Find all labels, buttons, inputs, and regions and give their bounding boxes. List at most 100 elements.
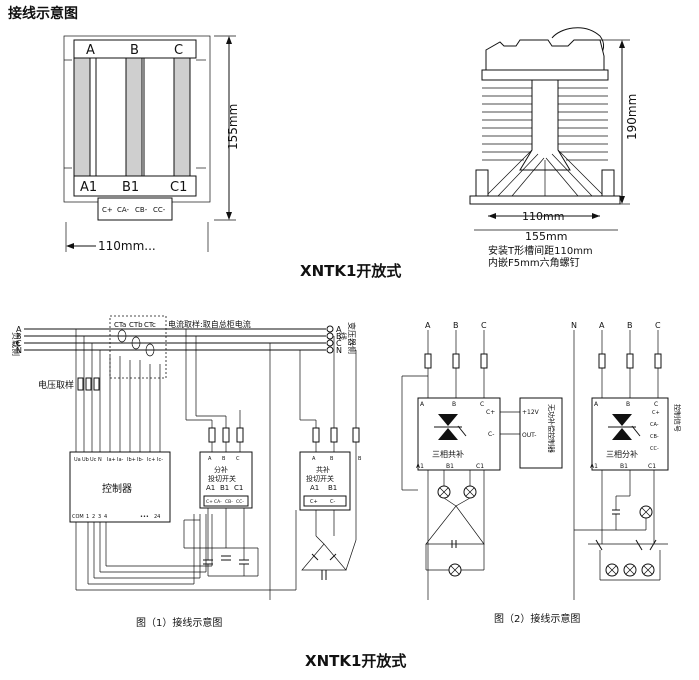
fig2-split-triac-icon xyxy=(608,414,641,440)
fig2-split-wiring xyxy=(573,330,668,600)
fig2-split-box xyxy=(591,397,669,471)
front-terminal-cplus: C+ xyxy=(102,206,113,214)
fig1-common-out-b1: B1 xyxy=(328,484,337,492)
fig2-common-out-a1: A1 xyxy=(416,463,424,470)
fig2-split-phase-c: C xyxy=(655,321,661,330)
fig2-phase-b: B xyxy=(453,321,459,330)
fig1-split-in-a: A xyxy=(208,456,212,462)
fig2-phase-c: C xyxy=(481,321,487,330)
fig1-split-ctrl-cplus: C+ xyxy=(206,499,213,505)
fig2-common-out-b1: B1 xyxy=(446,463,454,470)
fig1-split-line2: 投切开关 xyxy=(208,474,236,483)
front-terminal-ca: CA- xyxy=(117,206,130,214)
fig1-right-phase-a: A xyxy=(336,325,342,334)
fig1-pin-n: N xyxy=(98,457,102,463)
fig1-common-in-b: B xyxy=(330,456,334,462)
fig2-split-out-a1: A1 xyxy=(590,463,598,470)
fig1-sense-lines xyxy=(75,329,161,452)
fig1-phase-a: A xyxy=(16,325,22,334)
caption-top: XNTK1开放式 xyxy=(300,262,401,280)
fig2-controller-box xyxy=(519,397,563,469)
fig1-split-ctrl-cb: CB- xyxy=(225,499,233,505)
fig1-common-ctrl-cplus: C+ xyxy=(310,499,318,505)
fig2-split-phase-a: A xyxy=(599,321,605,330)
fig1-pin-4: 4 xyxy=(104,514,107,520)
fig1-common-extra: B xyxy=(358,456,362,462)
fig2-common-ctrl-cplus: C+ xyxy=(486,409,495,416)
fig2-common-in-a: A xyxy=(420,401,425,408)
fig1-controller-label: 控制器 xyxy=(102,482,132,495)
fig1-common-out-a1: A1 xyxy=(310,484,319,492)
fig1-common-line1: 共补 xyxy=(316,465,330,474)
fig1-common-in-a: A xyxy=(312,456,316,462)
fig1-pin-ia-minus: Ia- xyxy=(117,457,124,463)
fig2-split-ctrl-cc: CC- xyxy=(650,446,659,452)
fig1-pin-ib-plus: Ib+ xyxy=(127,457,136,463)
front-view-drawing xyxy=(63,35,211,221)
fig1-pin-3: 3 xyxy=(98,514,101,520)
side-height-label: 190mm xyxy=(625,94,639,140)
fig1-pin-1: 1 xyxy=(86,514,89,520)
side-view-drawing xyxy=(469,27,621,205)
fig1-split-switch-fuses xyxy=(208,410,244,452)
fig1-common-switch-fuses xyxy=(312,420,360,540)
fig1-right-label2: 线 xyxy=(338,332,348,340)
fig1-split-out-a1: A1 xyxy=(206,484,215,492)
fig2-out-label: OUT- xyxy=(522,432,536,439)
front-bottom-label-c1: C1 xyxy=(170,180,187,195)
fig1-common-line2: 投切开关 xyxy=(306,474,334,483)
fig2-split-in-b: B xyxy=(626,401,630,408)
fig1-pin-ic-plus: Ic+ xyxy=(147,457,155,463)
fig1-bus-lines xyxy=(24,315,334,379)
fig1-pin-ub: Ub xyxy=(82,457,89,463)
fig1-right-phase-c: C xyxy=(336,339,342,348)
side-inner-width-dimension xyxy=(488,213,600,219)
fig2-common-out-c1: C1 xyxy=(476,463,484,470)
fig1-right-phase-n: N xyxy=(336,346,342,355)
front-width-label: 110mm... xyxy=(98,239,156,253)
fig1-pin-ia-plus: Ia+ xyxy=(107,457,116,463)
fig1-pin-24: 24 xyxy=(154,514,160,520)
front-top-label-c: C xyxy=(174,43,183,58)
fig1-pin-2: 2 xyxy=(92,514,95,520)
fig2-split-label: 三相分补 xyxy=(606,449,638,459)
fig2-ctrl-signal: 控制信号 xyxy=(673,404,682,432)
fig1-split-out-b1: B1 xyxy=(220,484,229,492)
fig1-ct-a: CTa xyxy=(114,321,126,329)
fig2-split-ctrl-cb: CB- xyxy=(650,434,659,440)
fig1-split-capacitors xyxy=(183,508,259,577)
fig1-control-wiring xyxy=(75,329,357,600)
fig2-split-out-b1: B1 xyxy=(620,463,628,470)
fig1-common-capacitors xyxy=(301,510,357,580)
front-height-label: 155mm xyxy=(226,104,240,150)
fig1-split-line1: 分补 xyxy=(214,465,228,474)
fig2-split-in-c: C xyxy=(654,401,658,408)
fig1-right-phase-b: B xyxy=(336,332,342,341)
fig1-split-in-c: C xyxy=(236,456,240,462)
fig1-common-ctrl-cminus: C- xyxy=(330,499,335,505)
front-bottom-label-b1: B1 xyxy=(122,180,139,195)
fig2-common-in-c: C xyxy=(480,401,484,408)
fig1-phase-b: B xyxy=(16,332,22,341)
side-height-dimension xyxy=(600,39,630,205)
fig1-phase-c: C xyxy=(16,339,22,348)
side-inner-width-label: 110mm xyxy=(522,210,564,223)
front-terminal-cc: CC- xyxy=(153,206,166,214)
fig2-common-ctrl-cminus: C- xyxy=(488,431,494,438)
fig1-ct-c: CTc xyxy=(144,321,156,329)
fig1-voltage-sample: 电压取样 xyxy=(38,379,74,391)
fig2-split-ctrl-ca: CA- xyxy=(650,422,659,428)
fig2-caption: 图（2）接线示意图 xyxy=(494,612,580,625)
fig2-common-box xyxy=(417,397,501,471)
fig2-phase-a: A xyxy=(425,321,431,330)
fig2-common-in-b: B xyxy=(452,401,456,408)
front-height-dimension xyxy=(214,35,236,221)
side-note-line2: 内嵌F5mm六角螺钉 xyxy=(488,256,580,269)
fig1-split-out-c1: C1 xyxy=(234,484,243,492)
front-top-label-a: A xyxy=(86,43,95,58)
fig2-common-label: 三相共补 xyxy=(432,449,464,459)
fig2-split-out-c1: C1 xyxy=(648,463,656,470)
fig1-pin-ic-minus: Ic- xyxy=(157,457,163,463)
fig2-voltage-12v: +12V xyxy=(522,409,540,416)
